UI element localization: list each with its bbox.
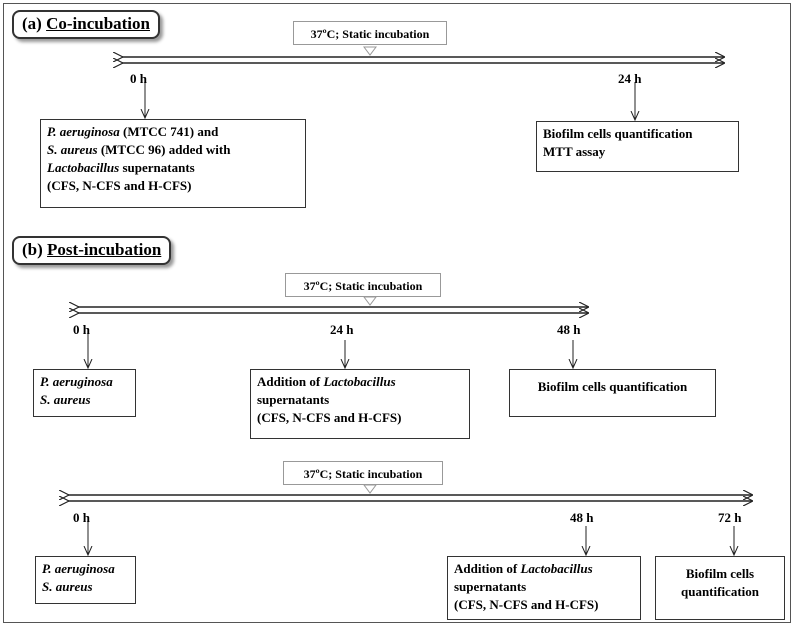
b1-addition-prefix: Addition of xyxy=(257,374,324,389)
pathogen-2-name: S. aureus xyxy=(47,142,98,157)
section-a-prefix: (a) xyxy=(22,14,42,33)
section-a-condition: 37ºC; Static incubation xyxy=(293,21,447,45)
timeline-b2 xyxy=(68,484,752,501)
section-b2-condition: 37ºC; Static incubation xyxy=(283,461,443,485)
timeline-a xyxy=(122,46,724,63)
lactobacillus-name: Lactobacillus xyxy=(47,160,120,175)
b2-supernatant-types: (CFS, N-CFS and H-CFS) xyxy=(454,597,599,612)
quantification-line-1: Biofilm cells quantification xyxy=(543,126,693,141)
b2-pathogen-2: S. aureus xyxy=(42,579,93,594)
quantification-line-2: MTT assay xyxy=(543,144,606,159)
co-incubation-quantification-box: Biofilm cells quantification MTT assay xyxy=(536,121,739,172)
b2-supernatants: supernatants xyxy=(454,579,527,594)
section-b-prefix: (b) xyxy=(22,240,43,259)
b2-pathogen-1: P. aeruginosa xyxy=(42,561,115,576)
section-a-word: Co-incubation xyxy=(46,14,150,33)
pathogen-1-strain: (MTCC 741) and xyxy=(119,124,219,139)
b1-inoculum-box: P. aeruginosa S. aureus xyxy=(33,369,136,417)
b1-lactobacillus: Lactobacillus xyxy=(323,374,396,389)
b1-quantification-box: Biofilm cells quantification xyxy=(509,369,716,417)
b2-lactobacillus: Lactobacillus xyxy=(520,561,593,576)
b1-addition-box: Addition of Lactobacillus supernatants (… xyxy=(250,369,470,439)
timeline-b1 xyxy=(78,296,588,313)
section-b1-time-1: 24 h xyxy=(330,322,354,337)
b2-quantification-line-2: quantification xyxy=(680,584,759,599)
section-b1-time-0: 0 h xyxy=(73,322,90,337)
diagram-frame xyxy=(3,3,791,623)
b1-pathogen-1: P. aeruginosa xyxy=(40,374,113,389)
b2-quantification-line-1: Biofilm cells xyxy=(685,566,755,581)
pathogen-2-strain: (MTCC 96) added with xyxy=(97,142,231,157)
supernatants-label: supernatants xyxy=(119,160,195,175)
pathogen-1-name: P. aeruginosa xyxy=(47,124,120,139)
section-b2-time-2: 72 h xyxy=(718,510,742,525)
b1-quantification-text: Biofilm cells quantification xyxy=(537,379,688,394)
section-a-time-0: 0 h xyxy=(130,71,147,86)
section-b-title: (b) Post-incubation xyxy=(12,236,172,265)
section-b1-time-2: 48 h xyxy=(557,322,581,337)
b1-pathogen-2: S. aureus xyxy=(40,392,91,407)
section-b2-time-1: 48 h xyxy=(570,510,594,525)
supernatant-types: (CFS, N-CFS and H-CFS) xyxy=(47,178,192,193)
b2-addition-box: Addition of Lactobacillus supernatants (… xyxy=(447,556,641,620)
b2-inoculum-box: P. aeruginosa S. aureus xyxy=(35,556,136,604)
b1-supernatants: supernatants xyxy=(257,392,330,407)
section-a-title: (a) Co-incubation xyxy=(12,10,160,39)
b2-addition-prefix: Addition of xyxy=(454,561,521,576)
section-b1-condition: 37ºC; Static incubation xyxy=(285,273,441,297)
section-a-time-1: 24 h xyxy=(618,71,642,86)
co-incubation-inoculum-box: P. aeruginosa (MTCC 741) and S. aureus (… xyxy=(40,119,306,208)
b1-supernatant-types: (CFS, N-CFS and H-CFS) xyxy=(257,410,402,425)
section-b-word: Post-incubation xyxy=(47,240,162,259)
section-b2-time-0: 0 h xyxy=(73,510,90,525)
b2-quantification-box: Biofilm cells quantification xyxy=(655,556,785,620)
